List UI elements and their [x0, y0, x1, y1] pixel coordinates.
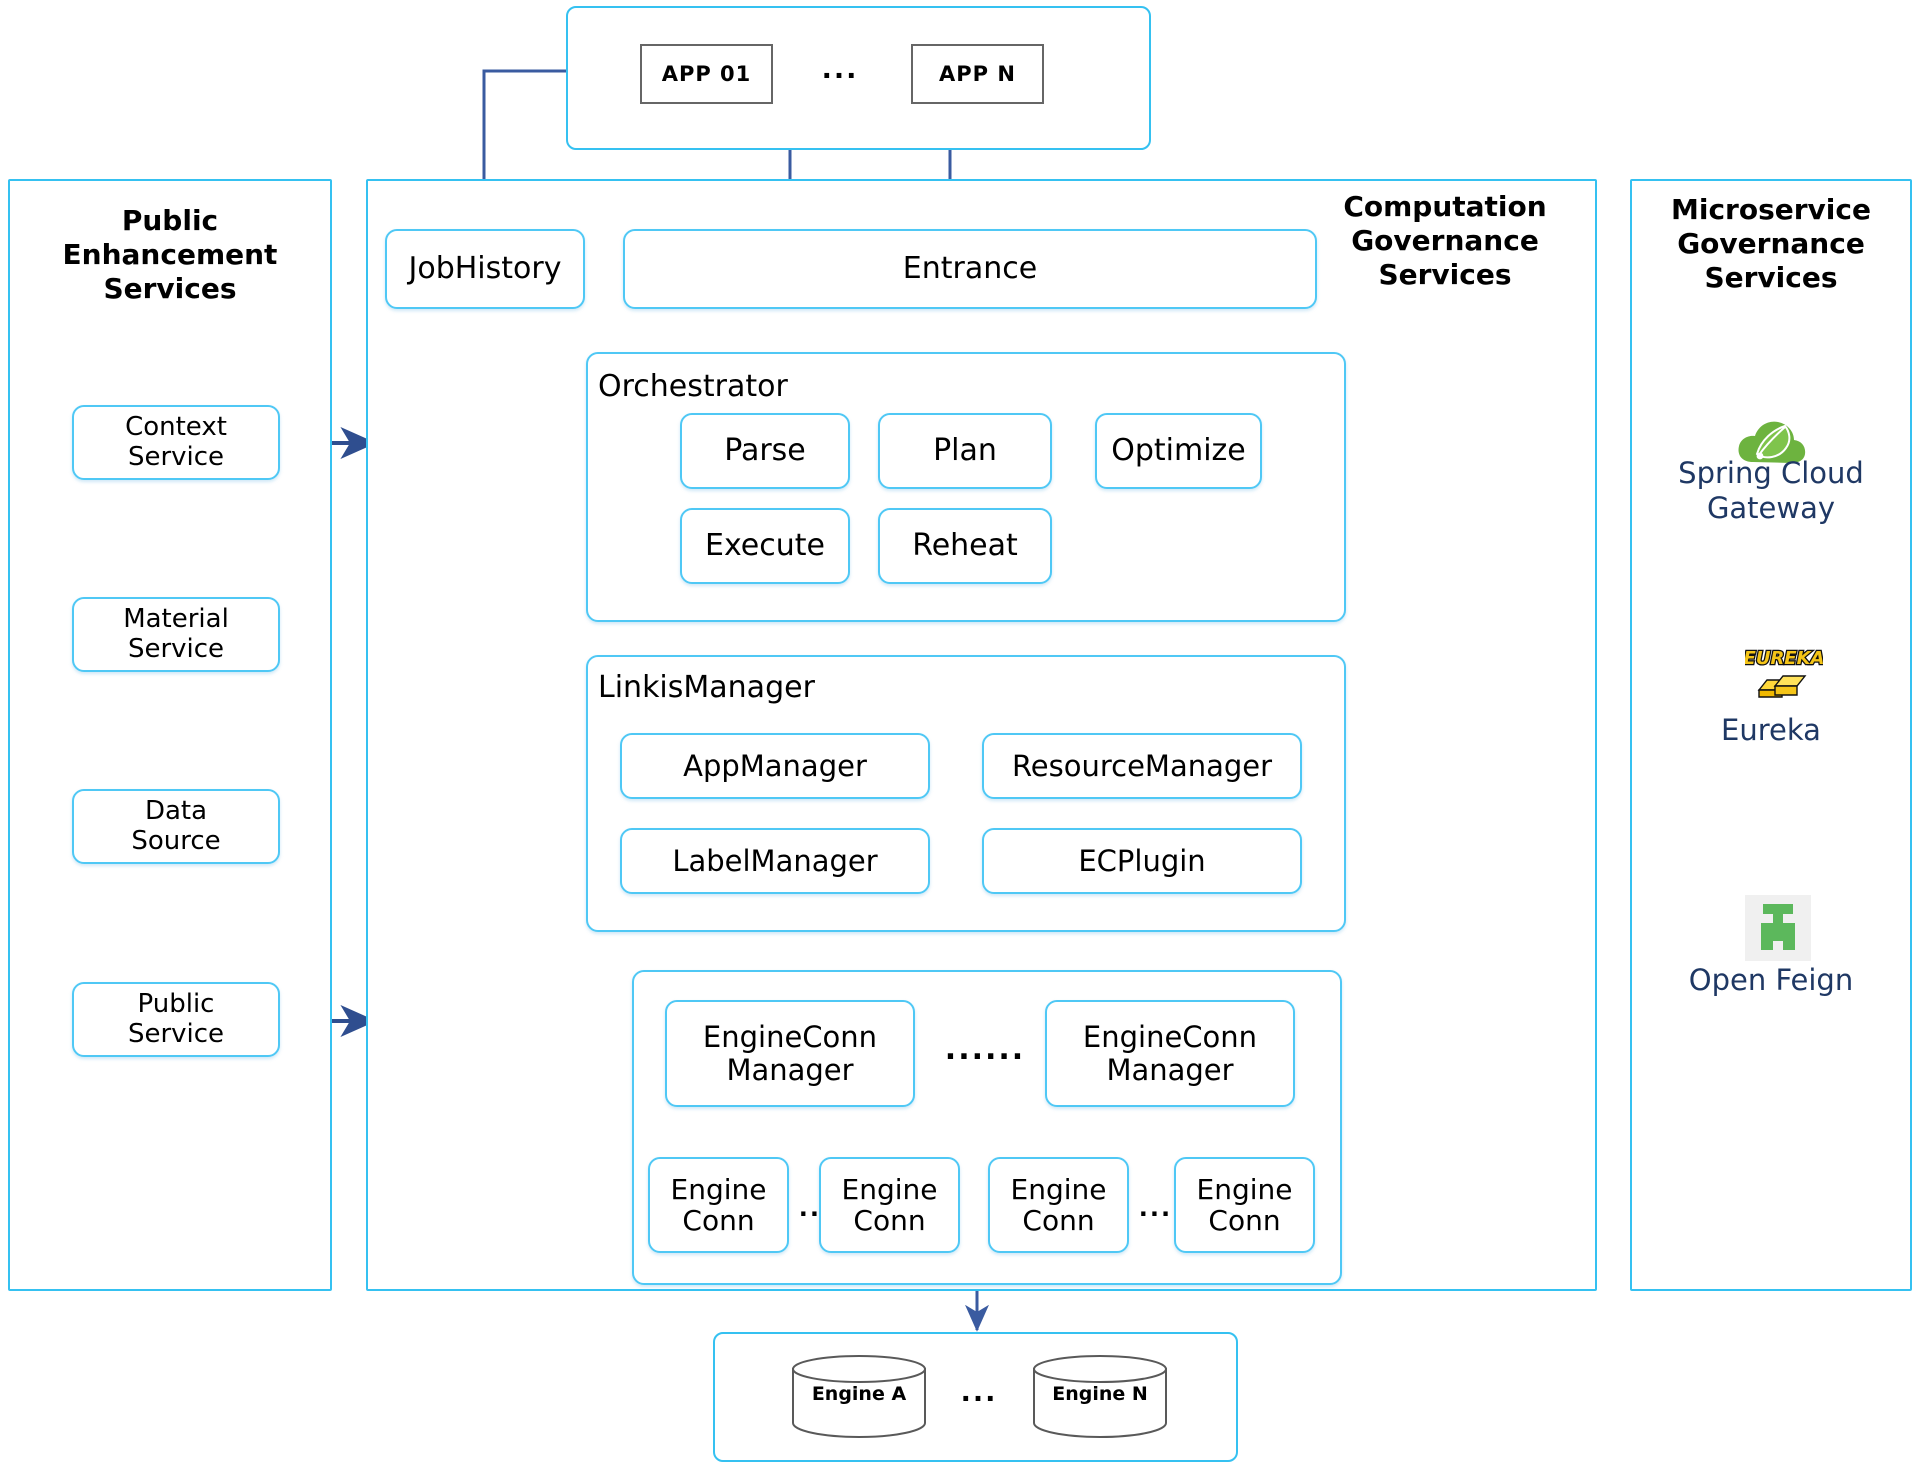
engine-conn-2[interactable]: Engine Conn	[819, 1157, 960, 1253]
orchestrator-module-execute[interactable]: Execute	[680, 508, 850, 584]
engine-conn-1-label: Engine Conn	[670, 1172, 767, 1237]
optimize-label: Optimize	[1111, 433, 1246, 469]
engine-conn-manager-1[interactable]: EngineConn Manager	[665, 1000, 915, 1107]
data-source-label: Data Source	[131, 796, 221, 856]
service-box-material-service[interactable]: Material Service	[72, 597, 280, 672]
engine-n-label: Engine N	[1052, 1383, 1148, 1405]
engine-a-cylinder[interactable]	[789, 1355, 929, 1438]
service-box-data-source[interactable]: Data Source	[72, 789, 280, 864]
resource-manager-label: ResourceManager	[1011, 748, 1273, 783]
eureka-label: Eureka	[1721, 713, 1821, 747]
engine-conn-3-label: Engine Conn	[1010, 1172, 1107, 1237]
engine-conn-manager-2-label: EngineConn Manager	[1082, 1020, 1258, 1087]
public-service-label: Public Service	[127, 989, 225, 1049]
engine-conn-3[interactable]: Engine Conn	[988, 1157, 1129, 1253]
parse-label: Parse	[724, 433, 806, 469]
execute-label: Execute	[705, 528, 825, 564]
orchestrator-module-parse[interactable]: Parse	[680, 413, 850, 489]
orchestrator-module-reheat[interactable]: Reheat	[878, 508, 1052, 584]
entrance-box[interactable]: Entrance	[623, 229, 1317, 309]
svg-text:EUREKA: EUREKA	[1745, 648, 1823, 669]
computation-governance-services-title: Computation Governance Services	[1343, 190, 1547, 292]
engine-n-cylinder[interactable]	[1030, 1355, 1170, 1438]
microservice-governance-services-panel	[1630, 179, 1912, 1291]
orchestrator-module-plan[interactable]: Plan	[878, 413, 1052, 489]
engine-conn-2-label: Engine Conn	[841, 1172, 938, 1237]
app-box-n-label: APP N	[939, 62, 1016, 86]
open-feign-label: Open Feign	[1688, 963, 1854, 997]
plan-label: Plan	[933, 433, 997, 469]
material-service-label: Material Service	[123, 604, 229, 664]
eureka-logo: EUREKA	[1742, 642, 1826, 704]
linkis-module-resource-manager[interactable]: ResourceManager	[982, 733, 1302, 799]
orchestrator-title: Orchestrator	[598, 369, 788, 404]
engine-conn-4-label: Engine Conn	[1196, 1172, 1293, 1237]
engine-conn-manager-1-label: EngineConn Manager	[702, 1020, 878, 1087]
engine-store-ellipsis: ...	[960, 1377, 998, 1408]
entrance-label: Entrance	[902, 251, 1038, 287]
engine-conn-1[interactable]: Engine Conn	[648, 1157, 789, 1253]
context-service-label: Context Service	[125, 412, 227, 472]
engine-conn-4[interactable]: Engine Conn	[1174, 1157, 1315, 1253]
app-box-n[interactable]: APP N	[911, 44, 1044, 104]
engine-a-label: Engine A	[811, 1383, 907, 1405]
job-history-box[interactable]: JobHistory	[385, 229, 585, 309]
orchestrator-module-optimize[interactable]: Optimize	[1095, 413, 1262, 489]
ecplugin-label: ECPlugin	[1078, 843, 1206, 878]
reheat-label: Reheat	[912, 528, 1018, 564]
app-manager-label: AppManager	[683, 748, 867, 783]
service-box-public-service[interactable]: Public Service	[72, 982, 280, 1057]
engine-conn-manager-ellipsis: ......	[944, 1032, 1026, 1067]
app-ellipsis: ...	[821, 54, 859, 85]
label-manager-label: LabelManager	[672, 843, 878, 878]
spring-cloud-gateway-label: Spring Cloud Gateway	[1678, 456, 1864, 525]
linkis-manager-title: LinkisManager	[598, 670, 815, 705]
engine-conn-manager-2[interactable]: EngineConn Manager	[1045, 1000, 1295, 1107]
microservice-governance-services-title: Microservice Governance Services	[1670, 193, 1871, 295]
app-box-01-label: APP 01	[661, 62, 752, 86]
app-box-01[interactable]: APP 01	[640, 44, 773, 104]
public-enhancement-services-panel	[8, 179, 332, 1291]
open-feign-logo	[1745, 895, 1811, 961]
linkis-module-ecplugin[interactable]: ECPlugin	[982, 828, 1302, 894]
linkis-module-label-manager[interactable]: LabelManager	[620, 828, 930, 894]
spring-cloud-logo	[1735, 412, 1809, 470]
linkis-module-app-manager[interactable]: AppManager	[620, 733, 930, 799]
public-enhancement-services-title: Public Enhancement Services	[62, 204, 278, 306]
service-box-context-service[interactable]: Context Service	[72, 405, 280, 480]
job-history-label: JobHistory	[408, 251, 562, 287]
